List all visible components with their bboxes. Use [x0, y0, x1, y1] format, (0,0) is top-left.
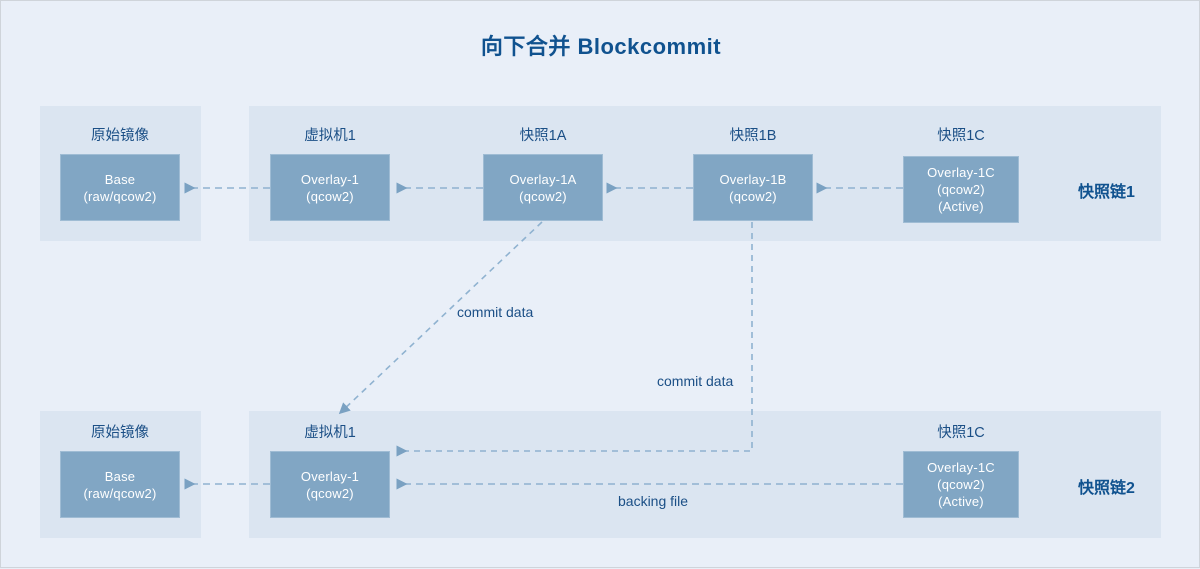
node-r2-base[interactable]: Base (raw/qcow2) [60, 451, 180, 518]
node-label-line: (qcow2) [937, 477, 985, 492]
caption-r1-snap1a: 快照1A [519, 128, 567, 144]
node-label-line: (qcow2) [937, 182, 985, 197]
node-label-line: (qcow2) [729, 188, 777, 204]
edge-label-commit-data-diagonal: commit data [457, 304, 534, 320]
node-label-line: (raw/qcow2) [83, 485, 157, 501]
node-label-line: (qcow2) [519, 188, 567, 204]
node-label-line: (Active) [938, 199, 984, 214]
node-label-line: (qcow2) [306, 485, 354, 501]
node-label-line: (Active) [938, 494, 984, 509]
node-r1-base[interactable]: Base (raw/qcow2) [60, 154, 180, 221]
caption-r2-snap1c: 快照1C [937, 425, 985, 441]
node-label-line: Base [104, 468, 136, 484]
caption-r1-base: 原始镜像 [91, 128, 149, 144]
node-label-line: (qcow2) [306, 188, 354, 204]
node-r1-overlay1c[interactable]: Overlay-1C (qcow2) (Active) [903, 156, 1019, 223]
caption-r1-snap1b: 快照1B [729, 128, 777, 144]
chain-label-1: 快照链1 [1078, 184, 1135, 201]
node-r1-overlay1b[interactable]: Overlay-1B (qcow2) [693, 154, 813, 221]
node-label-line: Overlay-1C [927, 460, 995, 475]
chain-label-2: 快照链2 [1078, 480, 1135, 497]
edge-label-backing-file: backing file [618, 493, 689, 509]
caption-r1-overlay1: 虚拟机1 [304, 128, 356, 144]
caption-r2-base: 原始镜像 [91, 425, 149, 441]
node-label-line: Overlay-1C [927, 165, 995, 180]
node-label-line: Overlay-1 [300, 171, 360, 187]
node-label-line: Base [104, 171, 136, 187]
node-r2-overlay1c[interactable]: Overlay-1C (qcow2) (Active) [903, 451, 1019, 518]
caption-r1-snap1c: 快照1C [937, 128, 985, 144]
node-label-line: Overlay-1B [719, 171, 787, 187]
page-title: 向下合并 Blockcommit [480, 34, 722, 59]
node-r1-overlay1a[interactable]: Overlay-1A (qcow2) [483, 154, 603, 221]
node-label-line: (raw/qcow2) [83, 188, 157, 204]
edge-label-commit-data-vertical: commit data [657, 373, 734, 389]
node-r2-overlay1[interactable]: Overlay-1 (qcow2) [270, 451, 390, 518]
node-r1-overlay1[interactable]: Overlay-1 (qcow2) [270, 154, 390, 221]
caption-r2-overlay1: 虚拟机1 [304, 425, 356, 441]
node-label-line: Overlay-1 [300, 468, 360, 484]
node-label-line: Overlay-1A [509, 171, 577, 187]
